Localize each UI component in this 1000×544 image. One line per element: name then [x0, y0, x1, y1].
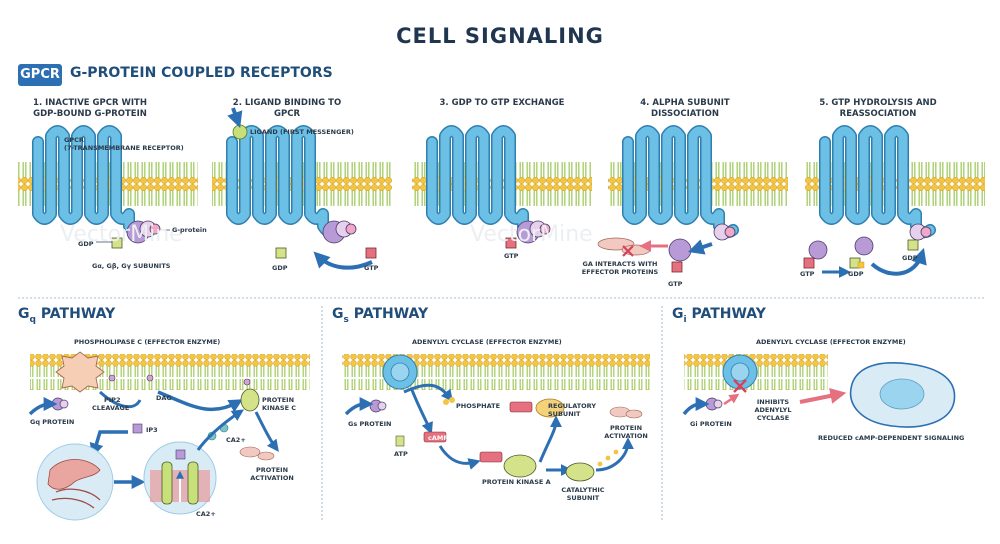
ligand-label: LIGAND (FIRST MESSENGER)	[250, 128, 354, 136]
ca-label-2: CA2+	[196, 510, 216, 518]
gs-protein-activation-label: PROTEIN ACTIVATION	[604, 424, 648, 440]
gpcr-receptor	[623, 126, 738, 237]
gi-elements	[682, 354, 956, 428]
gdp-label-step5-a: GDP	[848, 270, 864, 278]
gi-pathway-title: Gi PATHWAY	[672, 306, 766, 325]
step-1-title: 1. INACTIVE GPCR WITH GDP-BOUND G-PROTEI…	[33, 98, 147, 119]
page-title: CELL SIGNALING	[396, 24, 604, 48]
camp-label: cAMP	[428, 434, 449, 442]
step4-extras	[597, 223, 736, 273]
gpcr-receptor	[427, 126, 542, 237]
gs-pathway-title: Gs PATHWAY	[332, 306, 429, 325]
watermark: VectorMine	[60, 222, 183, 247]
step-3-title: 3. GDP TO GTP EXCHANGE	[439, 98, 565, 108]
gpcr-receptor	[820, 126, 935, 237]
ac-label-gi: ADENYLYL CYCLASE (EFFECTOR ENZYME)	[756, 338, 906, 346]
gq-pathway-title: Gq PATHWAY	[18, 306, 116, 325]
gtp-label-step4: GTP	[668, 280, 683, 288]
gtp-label-step5: GTP	[800, 270, 815, 278]
watermark: VectorMine	[470, 222, 593, 247]
ip3-label: IP3	[146, 426, 158, 434]
catalytic-label: CATALYTHIC SUBUNIT	[561, 486, 605, 502]
step2-extras	[227, 107, 377, 270]
atp-label: ATP	[394, 450, 408, 458]
reduced-label: REDUCED cAMP-DEPENDENT SIGNALING	[818, 434, 965, 442]
gq-protein-label: Gq PROTEIN	[30, 418, 75, 426]
gpcr-label: GPCR	[64, 136, 84, 144]
dag-label: DAG	[156, 394, 172, 402]
gq-elements	[28, 351, 279, 521]
effector-label: Gα INTERACTS WITH EFFECTOR PROTEINS	[581, 260, 659, 276]
cleavage-label: CLEAVAGE	[92, 404, 130, 412]
gi-protein-label: Gi PROTEIN	[690, 420, 732, 428]
pka-label: PROTEIN KINASE A	[482, 478, 551, 486]
step-4-title: 4. ALPHA SUBUNIT DISSOCIATION	[640, 98, 730, 119]
plc-label: PHOSPHOLIPASE C (EFFECTOR ENZYME)	[74, 338, 221, 346]
gtp-label-step2: GTP	[364, 264, 379, 272]
step-5-title: 5. GTP HYDROLYSIS AND REASSOCIATION	[819, 98, 937, 119]
gpcr-receptor	[33, 126, 148, 237]
gtp-label-step3: GTP	[504, 252, 519, 260]
gs-elements	[344, 354, 643, 482]
gpcr-receptor	[227, 126, 342, 237]
pkc-label: PROTEIN KINASE C	[262, 396, 297, 412]
gpcr-heading: G-PROTEIN COUPLED RECEPTORS	[70, 65, 333, 81]
step-2-title: 2. LIGAND BINDING TO GPCR	[232, 98, 342, 119]
g-protein-label: G-protein	[172, 226, 207, 234]
gpcr-sublabel: (7-TRANSMEMBRANE RECEPTOR)	[64, 144, 184, 152]
gs-protein-label: Gs PROTEIN	[348, 420, 392, 428]
phosphate-label: PHOSPHATE	[456, 402, 501, 410]
regulatory-label: REGULATORY SUBUNIT	[548, 402, 597, 418]
gdp-label-step5-b: GDP	[902, 254, 918, 262]
gdp-label-step2: GDP	[272, 264, 288, 272]
ca-label-1: CA2+	[226, 436, 246, 444]
ac-label-gs: ADENYLYL CYCLASE (EFFECTOR ENZYME)	[412, 338, 562, 346]
step5-extras	[803, 223, 932, 278]
pip2-label: PIP2	[104, 396, 121, 404]
inhibits-label: INHIBITS ADENYLYL CYCLASE	[754, 398, 792, 422]
gpcr-badge: GPCR	[18, 64, 62, 86]
gdp-label-step1: GDP	[78, 240, 94, 248]
g-protein-step1	[96, 220, 170, 249]
subunits-label: Gα, Gβ, Gγ SUBUNITS	[92, 262, 171, 270]
gq-protein-activation-label: PROTEIN ACTIVATION	[250, 466, 294, 482]
step3-extras	[505, 220, 551, 249]
